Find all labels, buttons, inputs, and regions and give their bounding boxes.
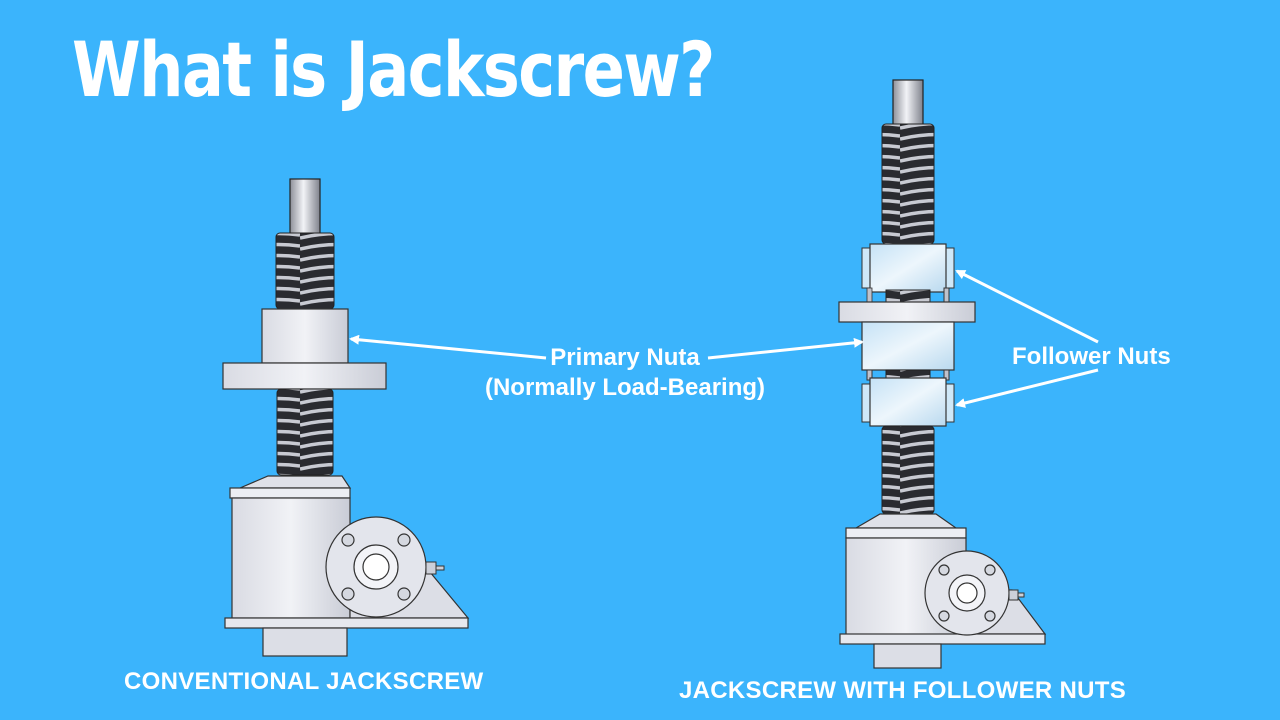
primary-nut-title: Primary Nuta: [550, 344, 700, 371]
arrow-follower-upper: [955, 269, 1099, 344]
arrow-primary-right: [707, 337, 864, 360]
arrow-primary-left: [349, 334, 547, 360]
follower-nut-lower: [869, 377, 947, 427]
primary-nut-label: Primary Nuta (Normally Load-Bearing): [470, 346, 780, 406]
follower-nuts-label: Follower Nuts: [1012, 343, 1171, 370]
caption-conventional: CONVENTIONAL JACKSCREW: [124, 668, 484, 695]
primary-nut-note: (Normally Load-Bearing): [484, 374, 766, 401]
screw-rod: [289, 178, 321, 240]
primary-nut-right: [861, 321, 955, 371]
base-plate: [224, 617, 469, 629]
callout-arrows: [349, 269, 1099, 408]
arrow-follower-lower: [955, 368, 1099, 408]
mounting-flange: [222, 362, 387, 390]
screw-thread-lower: [276, 388, 334, 476]
follower-nut-upper: [869, 243, 947, 293]
screw-thread-upper: [275, 232, 335, 310]
conventional-jackscrew: [222, 178, 470, 657]
primary-nut: [261, 308, 349, 364]
caption-with-followers: JACKSCREW WITH FOLLOWER NUTS: [679, 677, 1127, 704]
jackscrew-with-follower-nuts: [838, 79, 1047, 669]
page-title: What is Jackscrew?: [72, 25, 715, 114]
